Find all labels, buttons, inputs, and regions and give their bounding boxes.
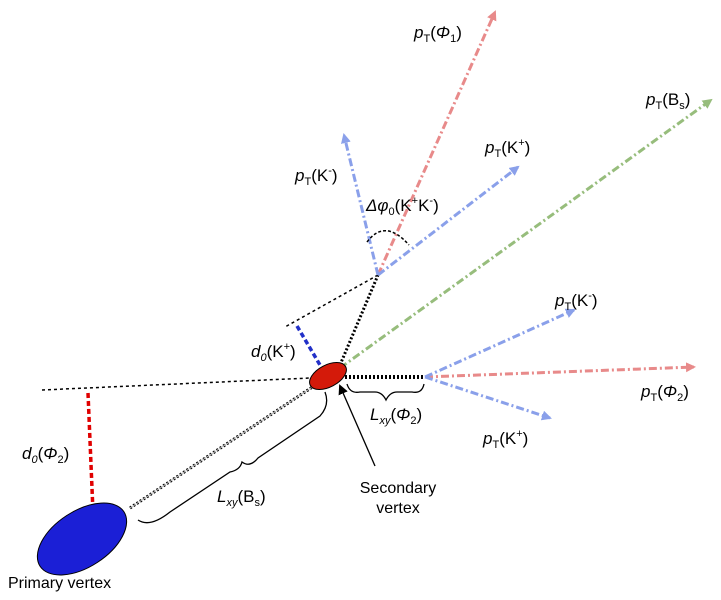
label-pt-kplus-top: pT(K+): [484, 137, 530, 160]
label-pt-phi1: pT(Φ1): [413, 23, 462, 45]
label-pt-kminus-top: pT(K-): [294, 165, 338, 188]
label-d0-phi2: d0(Φ2): [22, 444, 69, 466]
bs-flight-path-core: [129, 377, 327, 509]
label-lxy-bs: Lxy(Bs): [217, 487, 266, 509]
bs-momentum-track: [339, 98, 713, 370]
phi1-flight-path: [338, 274, 380, 366]
delta-phi-arc: [366, 230, 410, 246]
kminus-right-track: [424, 308, 576, 379]
label-d0-kplus: d0(K+): [251, 341, 296, 364]
label-delta-phi: Δφ0(K+K-): [365, 195, 439, 218]
label-secondary-vertex-line2: vertex: [376, 500, 420, 517]
label-secondary-vertex-line1: Secondary: [360, 480, 437, 497]
secondary-vertex-pointer: [338, 384, 376, 467]
d0-kplus-line: [295, 325, 322, 366]
phi1-momentum-track: [376, 10, 497, 276]
label-primary-vertex: Primary vertex: [8, 575, 111, 592]
lxy-phi2-brace: [346, 383, 425, 402]
label-pt-phi2: pT(Φ2): [640, 382, 689, 404]
phi2-momentum-track: [424, 362, 696, 379]
d0-phi2-line: [86, 392, 95, 513]
label-pt-kminus-right: pT(K-): [554, 290, 598, 313]
lxy-bs-brace: [137, 391, 328, 524]
secondary-vertex-ellipse: [309, 361, 347, 391]
kplus-bottom-track: [424, 375, 552, 421]
primary-vertex-ellipse: [36, 502, 128, 576]
kplus-top-track: [377, 165, 520, 277]
phi1-flight-path-extension: [284, 274, 379, 328]
label-pt-bs: pT(Bs): [645, 90, 690, 112]
phi2-extension-line: [41, 377, 311, 391]
label-lxy-phi2: Lxy(Φ2): [370, 405, 422, 427]
label-pt-kplus-bottom: pT(K+): [482, 428, 528, 451]
